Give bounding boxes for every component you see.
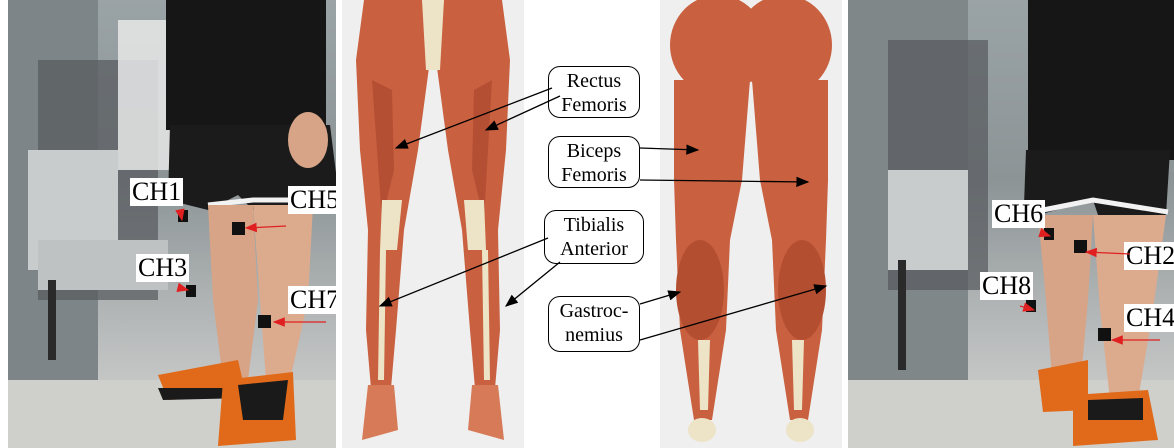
front-leg-photo-drawing xyxy=(8,0,336,448)
callout-rectus-femoris: Rectus Femoris xyxy=(548,66,640,118)
electrode-label-ch8: CH8 xyxy=(980,272,1033,300)
callout-gastrocnemius-line1: Gastroc- xyxy=(553,299,635,323)
electrode-label-ch3: CH3 xyxy=(136,254,189,282)
callout-tibialis-anterior-line2: Anterior xyxy=(549,237,639,261)
callout-tibialis-anterior: Tibialis Anterior xyxy=(544,210,644,264)
callout-gastrocnemius-line2: nemius xyxy=(553,323,635,347)
anterior-legs-drawing xyxy=(342,0,524,448)
callout-gastrocnemius: Gastroc- nemius xyxy=(548,296,640,352)
callout-biceps-femoris-line2: Femoris xyxy=(553,163,635,187)
callout-biceps-femoris: Biceps Femoris xyxy=(548,136,640,188)
posterior-legs-drawing xyxy=(660,0,842,448)
electrode-label-ch7: CH7 xyxy=(288,286,336,314)
callout-biceps-femoris-line1: Biceps xyxy=(553,139,635,163)
callout-rectus-femoris-line2: Femoris xyxy=(553,93,635,117)
anterior-muscle-illustration xyxy=(342,0,524,448)
electrode-label-ch4: CH4 xyxy=(1124,304,1174,332)
electrode-label-ch1: CH1 xyxy=(130,178,183,206)
posterior-muscle-illustration xyxy=(660,0,842,448)
electrode-label-ch5: CH5 xyxy=(288,186,336,214)
callout-tibialis-anterior-line1: Tibialis xyxy=(549,213,639,237)
electrode-label-ch2: CH2 xyxy=(1124,242,1174,270)
back-leg-photo: CH6 CH2 CH8 CH4 xyxy=(848,0,1174,448)
callout-rectus-femoris-line1: Rectus xyxy=(553,69,635,93)
front-leg-photo: CH1 CH3 CH5 CH7 xyxy=(8,0,336,448)
electrode-label-ch6: CH6 xyxy=(992,200,1045,228)
